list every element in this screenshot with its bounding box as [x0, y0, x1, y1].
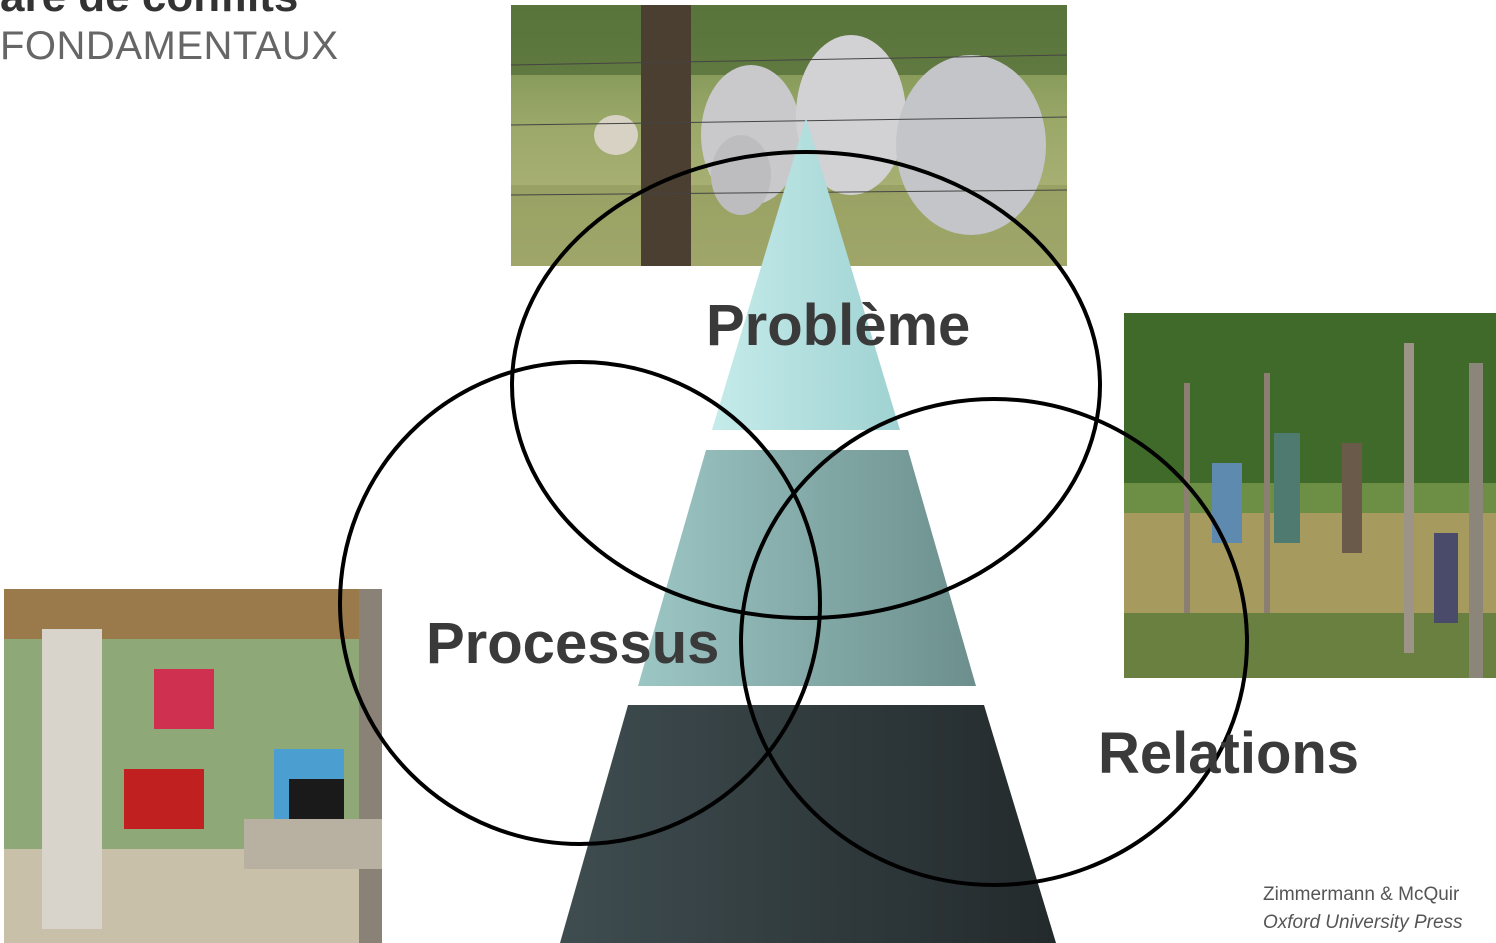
probleme-label: Problème — [706, 293, 971, 358]
pyramid-top-tier — [712, 118, 900, 430]
relations-circle — [739, 397, 1249, 887]
group-photo — [4, 589, 382, 943]
processus-circle — [338, 360, 822, 846]
pyramid-middle-tier — [638, 450, 976, 686]
pyramid-bottom-tier — [560, 705, 1056, 943]
processus-label: Processus — [426, 611, 720, 676]
field-photo — [1124, 313, 1496, 678]
credit-publisher: Oxford University Press — [1263, 912, 1463, 933]
probleme-circle — [510, 150, 1102, 620]
relations-label: Relations — [1098, 721, 1360, 786]
credit-authors: Zimmermann & McQuir — [1263, 884, 1460, 905]
slide-title: are de conflits — [0, 0, 298, 22]
slide-subtitle: FONDAMENTAUX — [0, 24, 339, 68]
